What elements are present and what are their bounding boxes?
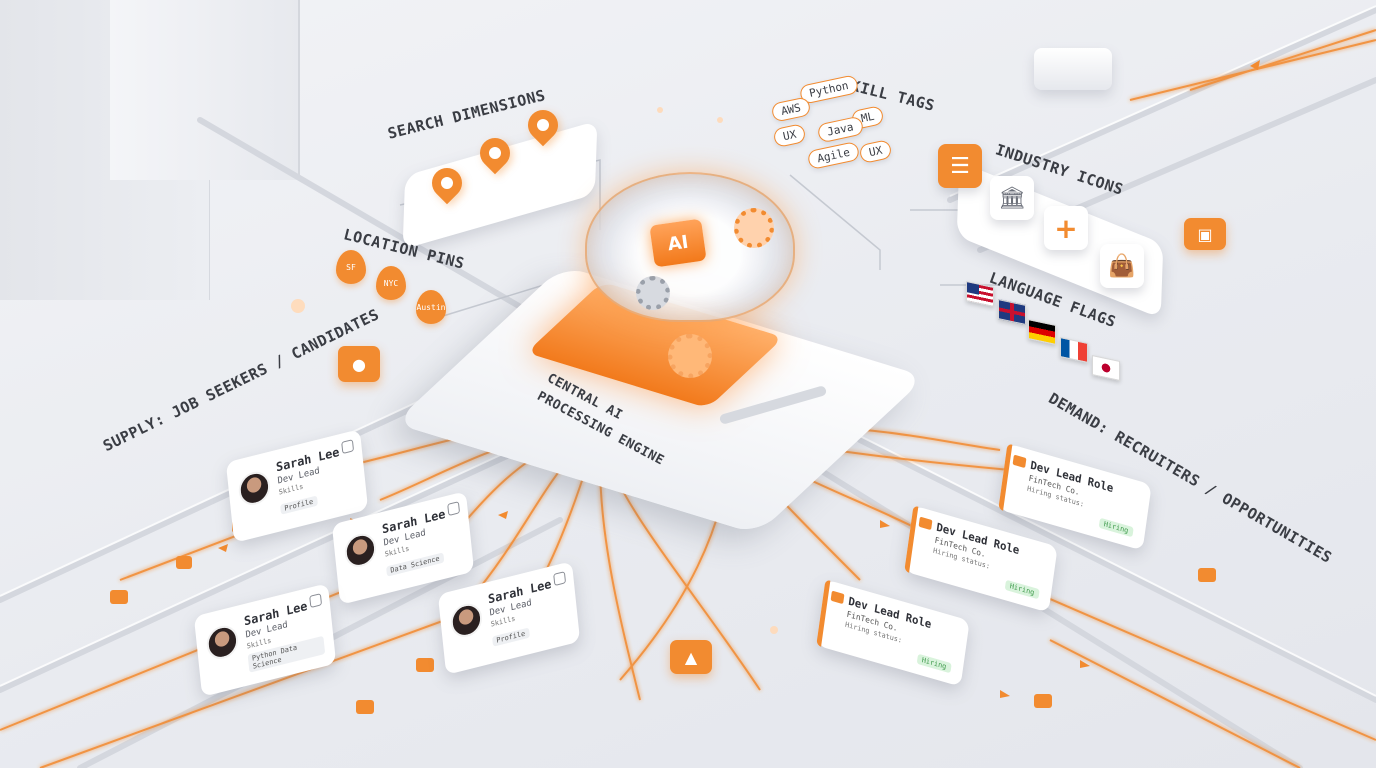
briefcase-icon: ▣ [1184,218,1226,250]
briefcase-icon [830,590,845,605]
person-icon: ● [338,346,380,382]
location-pin-nyc: NYC [376,266,406,300]
decorative-cube [1034,48,1112,90]
gear-icon [734,208,774,248]
shopping-bag-icon: 👜 [1100,244,1144,288]
background-wall-panel [110,0,300,180]
ai-chip-icon: AI [649,218,707,268]
briefcase-icon [1012,454,1027,469]
location-pin-sf: SF [336,250,366,284]
layers-icon: ☰ [938,144,982,188]
avatar [449,600,484,641]
avatar [343,530,378,571]
bank-icon: 🏛 [990,176,1034,220]
candidate-tag: Profile [492,627,530,647]
gear-icon [636,276,670,310]
candidate-tag: Data Science [386,552,444,577]
briefcase-icon [918,516,933,531]
avatar [205,622,240,663]
gear-icon [668,334,712,378]
medical-cross-icon: + [1044,206,1088,250]
user-group-icon: ▲ [670,640,712,674]
location-pin-austin: Austin [416,290,446,324]
avatar [237,468,272,509]
candidate-tag: Profile [280,495,318,515]
